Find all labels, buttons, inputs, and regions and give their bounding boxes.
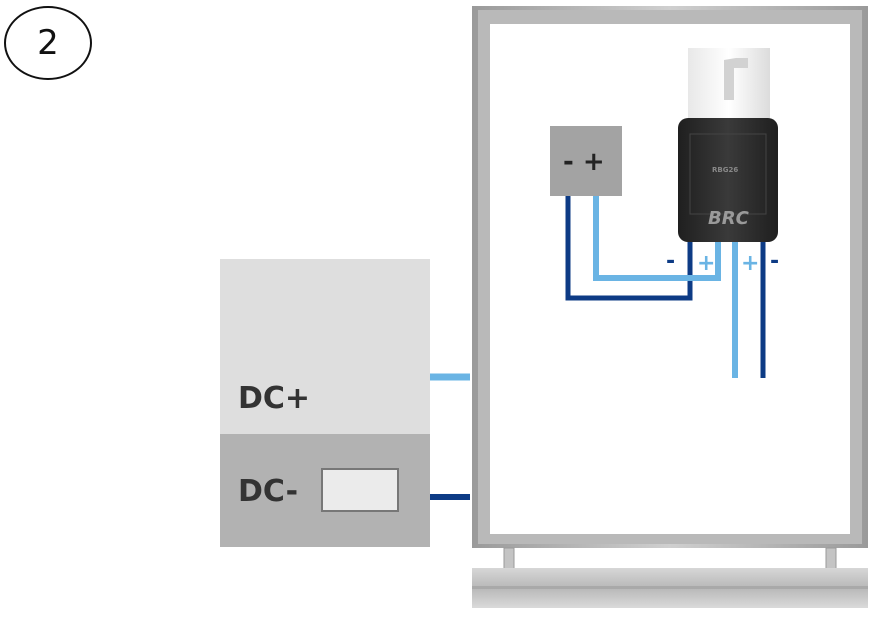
mounting-frame <box>472 6 868 608</box>
plug-slot <box>724 58 748 100</box>
terminal-block-label: - + <box>563 147 605 177</box>
step-number: 2 <box>37 23 59 63</box>
terminal-block: - + <box>550 126 622 196</box>
pin-minus-right: - <box>770 249 779 274</box>
dc-positive-label: DC+ <box>238 381 310 416</box>
dc-negative-label: DC- <box>238 474 298 509</box>
brc-logo: BRC <box>708 208 750 229</box>
pin-plus-left: + <box>697 251 715 276</box>
step-number-badge: 2 <box>4 6 92 80</box>
brc-connector: RBG26 BRC <box>678 48 778 242</box>
power-supply: DC+ DC- <box>220 259 430 547</box>
connector-body <box>678 118 778 242</box>
pin-minus-left: - <box>666 249 675 274</box>
internal-wiring <box>565 196 766 378</box>
pin-plus-right: + <box>741 251 759 276</box>
connector-model-text: RBG26 <box>712 166 738 174</box>
power-switch-window <box>321 468 399 512</box>
